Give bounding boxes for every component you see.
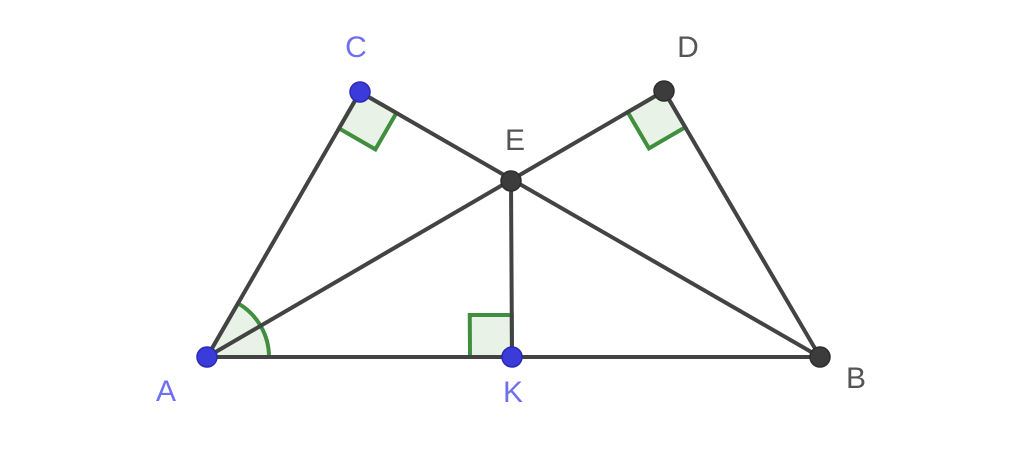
angle-arc-at-a bbox=[203, 300, 272, 359]
point-label-c: C bbox=[345, 31, 367, 64]
point-label-a: A bbox=[156, 375, 176, 408]
point-label-d: D bbox=[677, 31, 699, 64]
point-k[interactable] bbox=[501, 346, 523, 368]
segment-ek bbox=[509, 179, 514, 359]
right-angle-mark-at-c bbox=[336, 89, 400, 153]
segment-ac bbox=[205, 90, 362, 359]
point-d bbox=[653, 80, 675, 102]
labels-layer: A B C D E K bbox=[156, 31, 866, 409]
points-layer bbox=[196, 80, 831, 368]
segment-cb-through-e bbox=[358, 90, 822, 359]
point-c[interactable] bbox=[349, 81, 371, 103]
right-angle-mark-at-d bbox=[624, 88, 688, 152]
segment-ad-through-e bbox=[205, 89, 666, 359]
point-label-e: E bbox=[505, 124, 525, 157]
point-a[interactable] bbox=[196, 346, 218, 368]
point-e bbox=[500, 170, 522, 192]
point-label-k: K bbox=[503, 376, 523, 409]
point-label-b: B bbox=[846, 362, 866, 395]
segment-db bbox=[662, 89, 822, 359]
point-b bbox=[809, 346, 831, 368]
